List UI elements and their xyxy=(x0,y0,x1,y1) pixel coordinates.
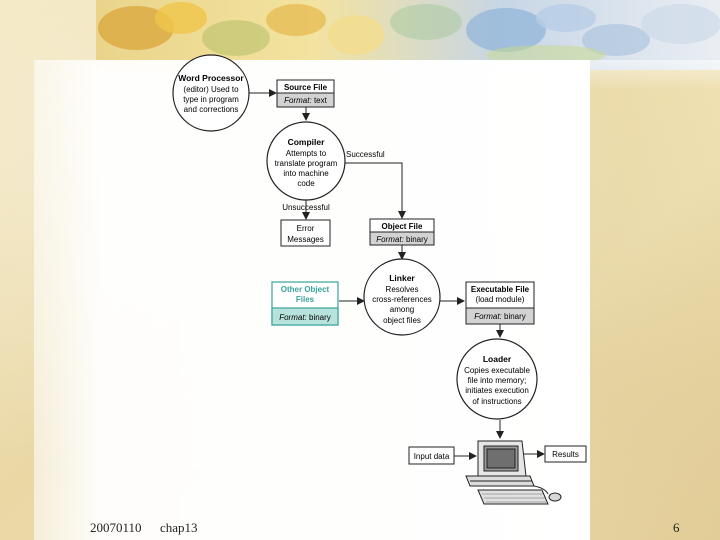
other-object-files-node: Other Object Files Format: binary xyxy=(271,281,339,326)
svg-text:into machine: into machine xyxy=(283,169,329,178)
svg-text:Files: Files xyxy=(296,295,315,304)
loader-node: Loader Copies executable file into memor… xyxy=(456,338,538,420)
svg-text:type in program: type in program xyxy=(183,95,239,104)
svg-text:code: code xyxy=(297,179,315,188)
executable-file-title: Executable File xyxy=(471,285,530,294)
svg-text:Error: Error xyxy=(297,224,315,233)
object-file-title: Object File xyxy=(382,222,423,231)
error-messages-node: Error Messages xyxy=(280,219,331,247)
svg-text:initiates execution: initiates execution xyxy=(465,386,529,395)
svg-text:Format: text: Format: text xyxy=(284,96,327,105)
svg-text:Format: binary: Format: binary xyxy=(474,312,526,321)
loader-title: Loader xyxy=(483,354,512,364)
svg-text:(load module): (load module) xyxy=(476,295,525,304)
svg-text:among: among xyxy=(390,305,414,314)
source-file-title: Source File xyxy=(284,83,328,92)
linker-node: Linker Resolves cross-references among o… xyxy=(363,258,441,336)
compiler-title: Compiler xyxy=(288,137,326,147)
svg-text:object files: object files xyxy=(383,316,421,325)
computer-icon xyxy=(465,440,562,505)
object-file-node: Object File Format: binary xyxy=(369,218,435,246)
svg-text:of instructions: of instructions xyxy=(472,397,521,406)
floral-banner xyxy=(96,0,720,70)
svg-text:Copies executable: Copies executable xyxy=(464,366,530,375)
svg-text:Other Object: Other Object xyxy=(281,285,330,294)
footer-chapter: chap13 xyxy=(160,520,198,535)
arrow-compiler-to-object xyxy=(344,162,406,219)
svg-text:Resolves: Resolves xyxy=(386,285,419,294)
footer-date: 20070110 xyxy=(90,520,142,535)
label-unsuccessful: Unsuccessful xyxy=(282,203,330,212)
word-processor-title: Word Processor xyxy=(178,73,244,83)
word-processor-node: Word Processor (editor) Used to type in … xyxy=(172,54,250,132)
svg-text:and corrections: and corrections xyxy=(184,105,239,114)
svg-text:Format: binary: Format: binary xyxy=(376,235,428,244)
svg-text:Format: binary: Format: binary xyxy=(279,313,331,322)
linker-title: Linker xyxy=(389,273,415,283)
svg-text:cross-references: cross-references xyxy=(372,295,432,304)
page-number: 6 xyxy=(673,520,680,535)
label-successful: Successful xyxy=(346,150,385,159)
svg-text:Attempts to: Attempts to xyxy=(286,149,327,158)
svg-text:translate program: translate program xyxy=(275,159,338,168)
executable-file-node: Executable File (load module) Format: bi… xyxy=(465,281,535,325)
compiler-node: Compiler Attempts to translate program i… xyxy=(266,121,346,201)
svg-text:Messages: Messages xyxy=(287,235,323,244)
input-data-node: Input data xyxy=(408,446,455,465)
results-node: Results xyxy=(544,445,587,463)
svg-text:Results: Results xyxy=(552,450,579,459)
svg-text:Input data: Input data xyxy=(414,452,450,461)
svg-text:(editor) Used to: (editor) Used to xyxy=(183,85,239,94)
source-file-node: Source File Format: text xyxy=(276,79,335,108)
svg-text:file into memory;: file into memory; xyxy=(468,376,527,385)
